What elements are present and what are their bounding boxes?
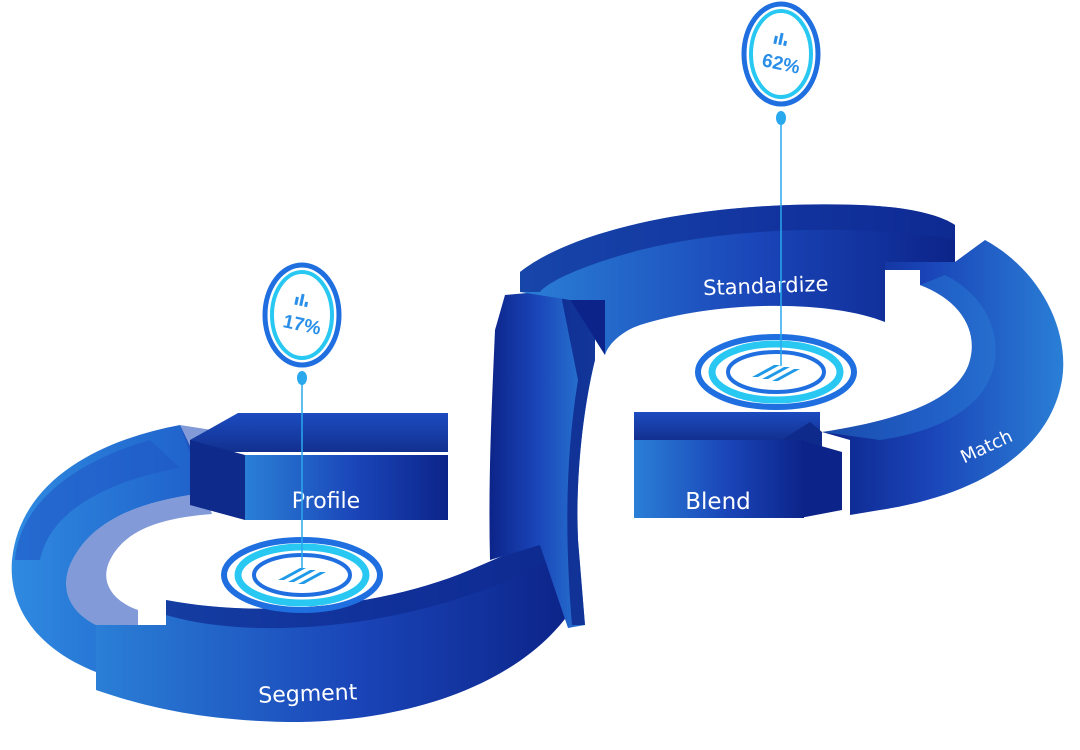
stage-label-profile: Profile [292, 489, 360, 514]
stage-label-standardize: Standardize [703, 272, 829, 300]
left-hub [221, 537, 383, 613]
right-hub [695, 334, 857, 410]
left-loop [11, 413, 568, 722]
marker-right: 62% [741, 1, 821, 366]
left-arc-top [15, 440, 180, 560]
match-arc [822, 240, 1064, 515]
right-loop [520, 204, 1064, 518]
match-arc-inner [822, 275, 996, 440]
stacked-lines-icon [278, 568, 326, 584]
blend-block-side [800, 440, 842, 518]
blend-block-front [634, 440, 804, 518]
stage-label-segment: Segment [258, 680, 358, 708]
profile-block-top [190, 413, 448, 452]
left-arc-inner [66, 425, 212, 625]
profile-block-side [190, 440, 245, 520]
bar-chart-icon [773, 32, 788, 47]
crossover-column-edge [560, 290, 595, 625]
center-crossover [489, 290, 595, 628]
marker-left: 17% [262, 262, 342, 568]
stacked-lines-icon [752, 365, 800, 381]
bar-chart-icon [294, 293, 309, 308]
standardize-band-top [520, 204, 955, 292]
profile-block-front [245, 455, 448, 520]
standardize-notch [570, 300, 605, 355]
stage-label-blend: Blend [685, 489, 751, 515]
blend-block-top [634, 412, 820, 440]
